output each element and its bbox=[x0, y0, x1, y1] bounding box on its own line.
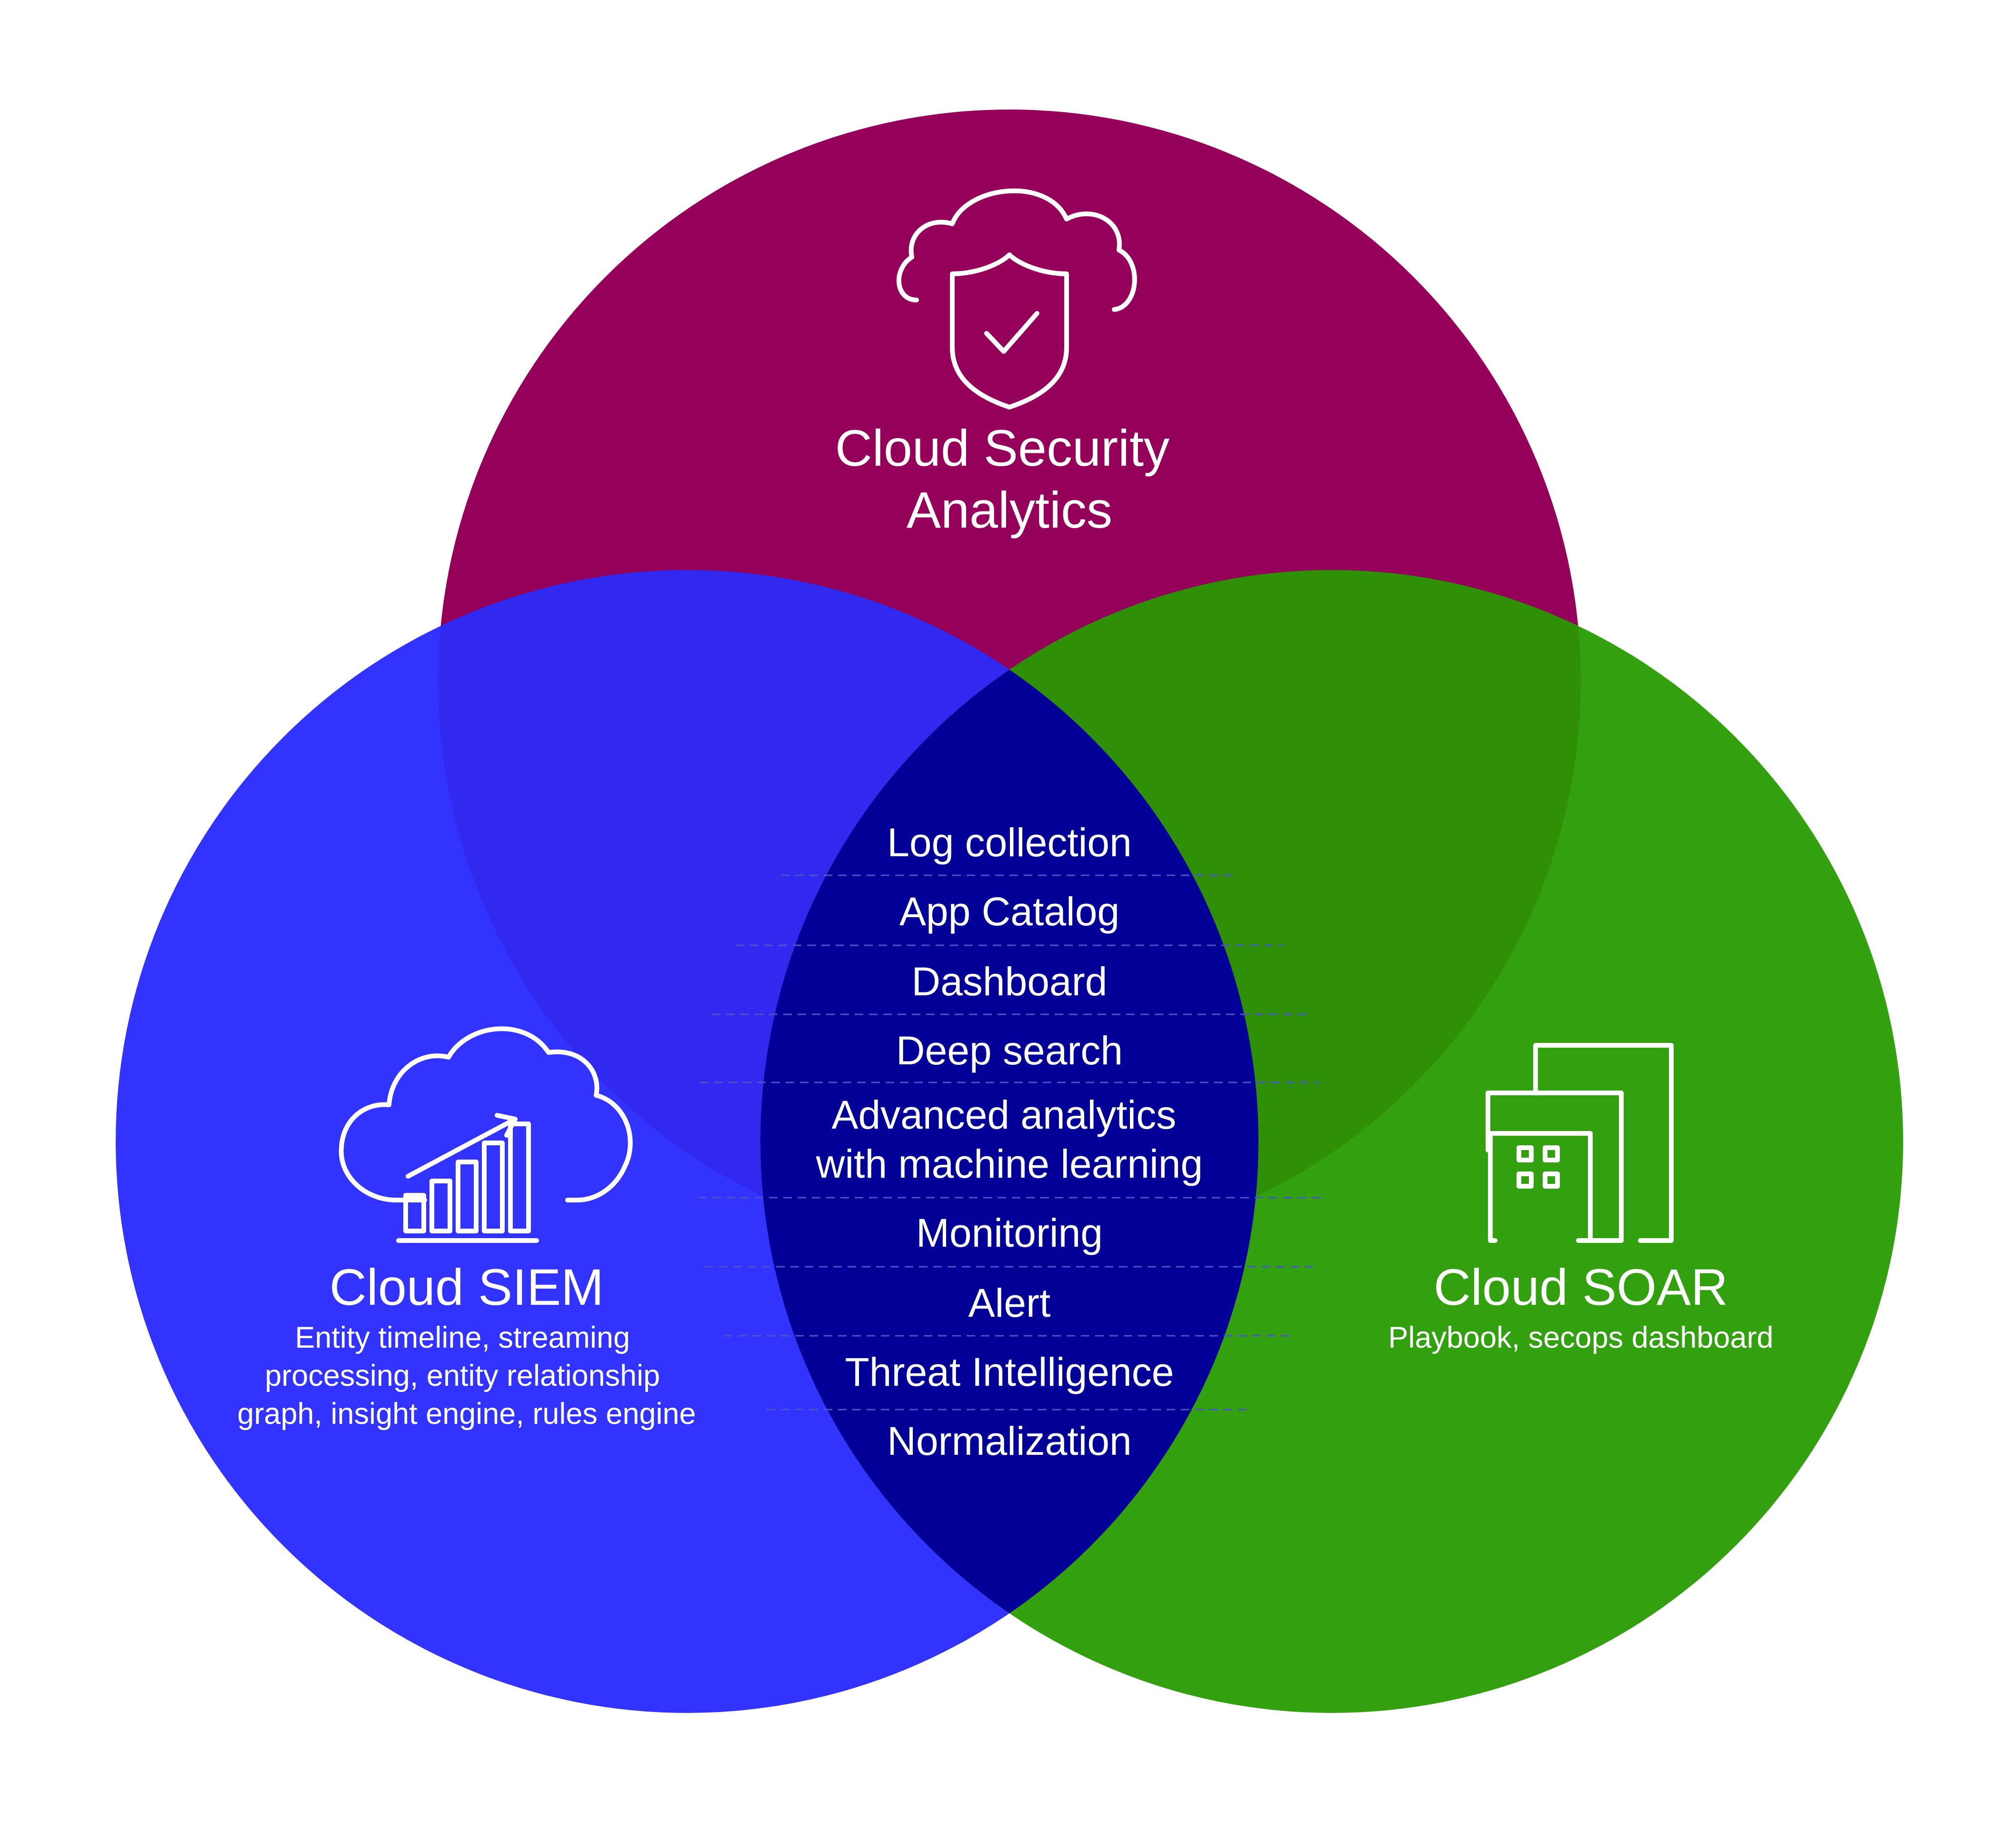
cloud-soar-title: Cloud SOAR bbox=[1434, 1258, 1728, 1316]
feature-item: App Catalog bbox=[899, 889, 1119, 934]
cloud-siem-title: Cloud SIEM bbox=[329, 1258, 604, 1316]
feature-item: Threat Intelligence bbox=[845, 1350, 1174, 1394]
feature-item: Advanced analytics with machine learning bbox=[816, 1092, 1203, 1186]
stacked-buildings-icon bbox=[1486, 1043, 1674, 1243]
cloud-soar-description: Playbook, secops dashboard bbox=[1388, 1321, 1773, 1354]
core-overlap bbox=[760, 570, 1258, 1713]
feature-item: Log collection bbox=[887, 820, 1132, 865]
cloud-security-analytics-title: Cloud Security Analytics bbox=[835, 419, 1184, 539]
cloud-siem-description: Entity timeline, streaming processing, e… bbox=[237, 1321, 696, 1431]
shared-features-list: Log collection App Catalog Dashboard Dee… bbox=[698, 820, 1321, 1463]
feature-item: Normalization bbox=[887, 1419, 1132, 1463]
feature-item: Monitoring bbox=[916, 1211, 1103, 1255]
feature-item: Dashboard bbox=[912, 959, 1108, 1004]
feature-item: Deep search bbox=[896, 1028, 1123, 1073]
cloud-shield-check-icon bbox=[896, 188, 1137, 410]
cloud-growth-chart-icon bbox=[339, 1026, 633, 1243]
feature-item: Alert bbox=[968, 1281, 1051, 1325]
